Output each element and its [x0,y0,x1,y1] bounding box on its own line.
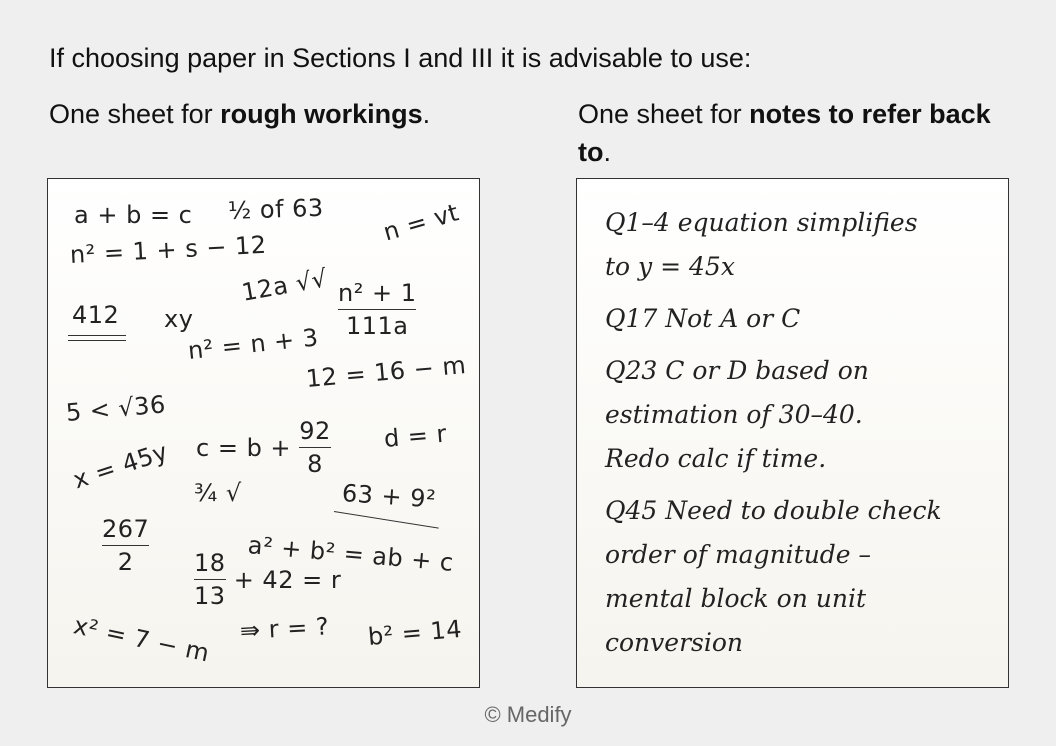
handwritten-fraction: n² + 1 111a [338,279,417,340]
note-line: Q45 Need to double check [605,496,942,525]
heading-prefix: One sheet for [49,99,221,129]
handwritten-equation: d = r [382,419,448,453]
handwritten-equation: n² = n + 3 [186,323,320,365]
fraction-numerator: n² + 1 [338,279,417,307]
fraction-denominator: 2 [117,548,134,576]
double-underline [68,335,126,336]
handwritten-equation: 5 < √36 [64,390,167,427]
handwritten-equation: a + b = c [74,201,193,229]
fraction-numerator: 92 [299,417,331,445]
fraction-numerator: 267 [102,515,150,543]
heading-suffix: . [422,99,431,129]
note-line: mental block on unit [605,584,866,613]
handwritten-equation: ½ of 63 [227,193,325,225]
handwritten-equation: xy [164,305,194,333]
copyright-footer: © Medify [484,702,572,727]
note-line: Q1–4 equation simplifies [605,208,918,237]
handwritten-equation: n = vt [380,198,463,247]
rough-workings-heading: One sheet for rough workings. [49,95,469,133]
note-line: estimation of 30–40. [605,400,863,429]
fraction-denominator: 111a [345,312,409,340]
fraction-denominator: 8 [307,450,323,478]
intro-text: If choosing paper in Sections I and III … [49,43,752,73]
notes-heading: One sheet for notes to refer back to. [578,95,998,171]
note-line: Q17 Not A or C [605,304,801,333]
handwritten-fraction: 267 2 [102,515,150,576]
heading-bold: notes to refer back to [578,99,991,167]
note-line: order of magnitude – [605,540,872,569]
handwritten-number: 412 [72,301,120,329]
handwritten-equation: x² = 7 − m [71,611,213,668]
expression-prefix: c = b + [196,433,292,462]
handwritten-equation: 12a √√ [239,264,330,307]
note-line: Redo calc if time. [605,444,827,473]
heading-suffix: . [603,137,611,167]
note-line: to y = 45x [605,252,735,281]
handwritten-equation: 12 = 16 − m [304,351,468,393]
handwritten-fraction-expression: 18 13 + 42 = r [194,549,341,610]
rough-workings-sheet: a + b = c ½ of 63 n = vt n² = 1 + s − 12… [47,178,480,688]
note-line: conversion [605,628,744,657]
handwritten-equation: x = 45y [69,437,172,495]
handwritten-equation: n² = 1 + s − 12 [69,230,268,269]
handwritten-equation: ¾ √ [194,479,242,507]
underline [333,511,439,529]
heading-prefix: One sheet for [578,99,750,129]
double-underline [68,340,126,341]
note-line: Q23 C or D based on [605,356,869,385]
fraction-numerator: 18 [194,549,226,577]
handwritten-equation: ⇛ r = ? [239,612,330,645]
handwritten-fraction-expression: c = b + 92 8 [196,417,331,478]
fraction-denominator: 13 [194,582,226,610]
heading-bold: rough workings [220,99,423,129]
notes-sheet: Q1–4 equation simplifies to y = 45x Q17 … [576,178,1009,688]
handwritten-equation: 63 + 9² [341,479,438,514]
handwritten-equation: b² = 14 [366,614,464,651]
expression-suffix: + 42 = r [233,565,342,594]
